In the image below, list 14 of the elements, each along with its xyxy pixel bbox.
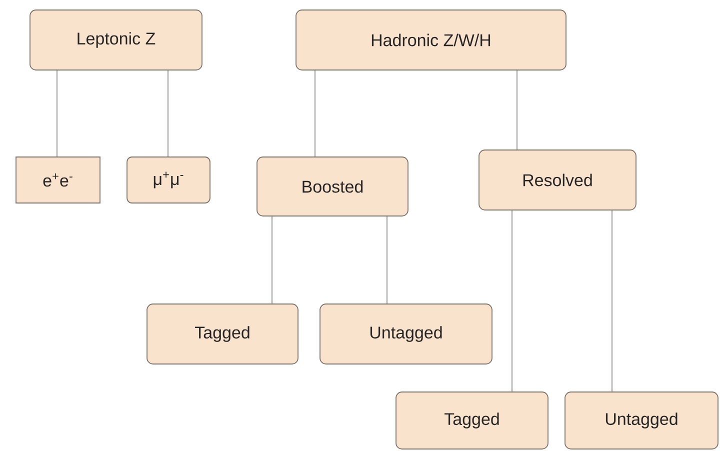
connector-line xyxy=(386,216,388,304)
category-box: Tagged xyxy=(146,304,298,364)
connector-line xyxy=(314,70,316,157)
category-box: e$^{+}$e$^{-}$ xyxy=(16,156,100,204)
category-box: Hadronic Z/W/H xyxy=(296,10,566,70)
category-box: Untagged xyxy=(320,304,492,364)
category-box: Leptonic Z xyxy=(30,10,202,70)
category-box: Tagged xyxy=(396,392,548,450)
connector-line xyxy=(56,70,58,157)
category-box: μ$^{+}$μ$^{-}$ xyxy=(126,156,210,204)
category-box: Resolved xyxy=(478,150,636,210)
category-box: Untagged xyxy=(564,392,718,450)
connector-line xyxy=(516,70,518,150)
category-box: Boosted xyxy=(256,156,408,216)
